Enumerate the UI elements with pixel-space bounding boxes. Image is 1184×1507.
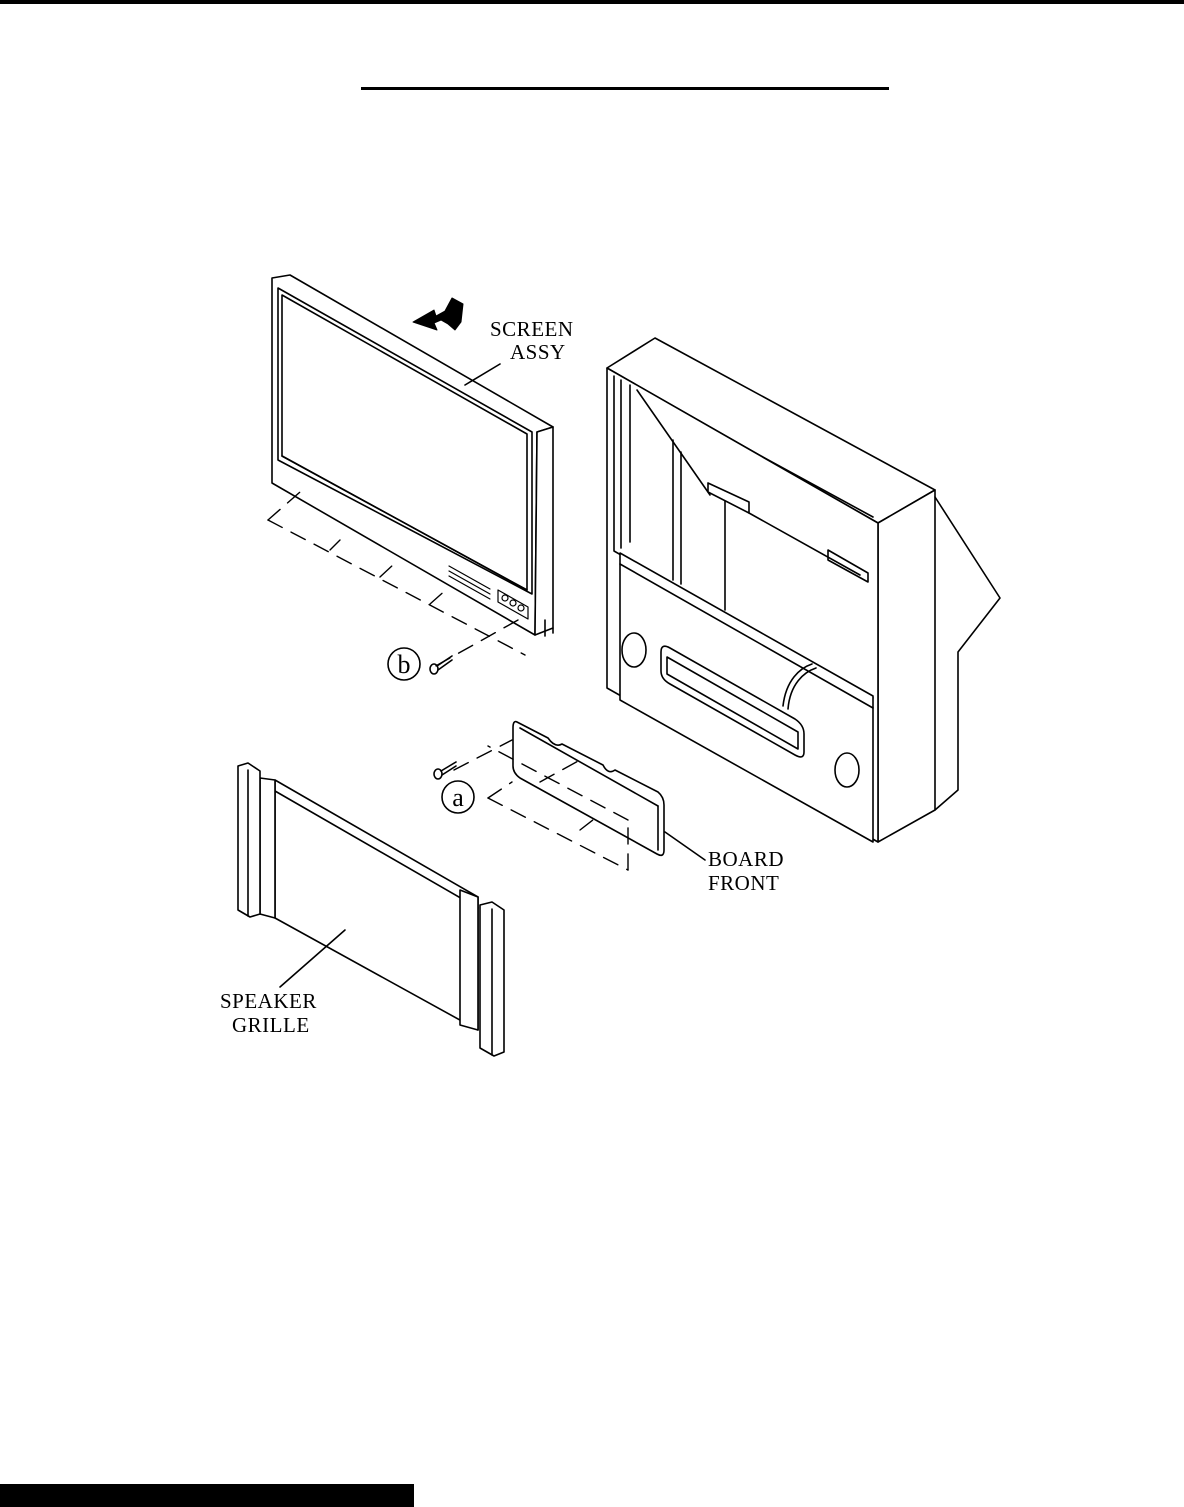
- leader-board-front: [665, 832, 705, 860]
- label-screen-assy-1: SCREEN: [490, 317, 574, 341]
- label-board-front-1: BOARD: [708, 847, 784, 871]
- callout-a: a: [452, 783, 464, 812]
- cabinet: [607, 338, 1000, 842]
- label-board-front-2: FRONT: [708, 871, 779, 895]
- screw-a-icon: [434, 762, 456, 779]
- label-screen-assy-2: ASSY: [510, 340, 566, 364]
- leader-screen-assy: [465, 364, 500, 385]
- screw-b-icon: [430, 656, 452, 674]
- label-speaker-grille-1: SPEAKER: [220, 989, 317, 1013]
- footer-bar: [0, 1484, 414, 1507]
- arrow-icon: [413, 298, 463, 330]
- label-speaker-grille-2: GRILLE: [232, 1013, 310, 1037]
- board-front: [513, 722, 664, 856]
- callout-b: b: [398, 650, 411, 679]
